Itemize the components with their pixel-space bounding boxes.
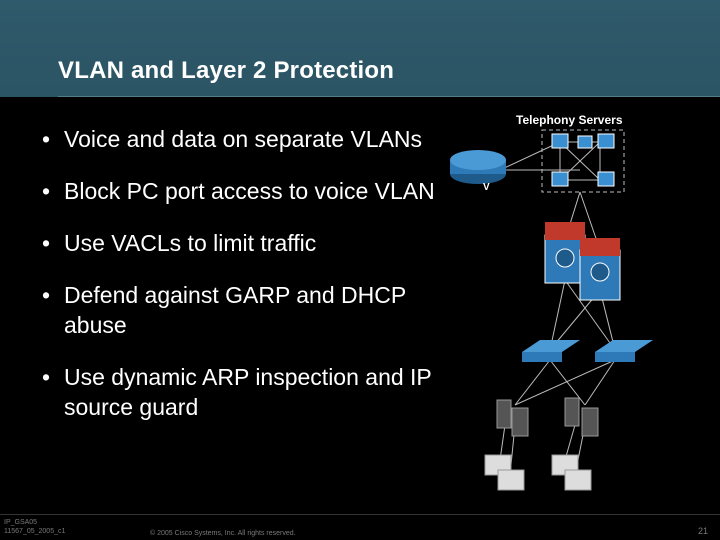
phone-icon bbox=[511, 407, 529, 437]
telephony-servers-label: Telephony Servers bbox=[516, 113, 623, 127]
bullet-glyph: • bbox=[42, 364, 51, 390]
bullet-glyph: • bbox=[42, 126, 51, 152]
server-icon bbox=[577, 135, 593, 149]
bullet-text: Use dynamic ARP inspection and IP source… bbox=[64, 364, 432, 420]
footer-divider bbox=[0, 514, 720, 515]
pc-icon bbox=[497, 469, 525, 491]
server-group-box bbox=[541, 129, 625, 193]
bullet-item: • Defend against GARP and DHCP abuse bbox=[42, 280, 462, 340]
server-icon bbox=[597, 133, 615, 149]
title-divider bbox=[58, 96, 720, 97]
bullet-glyph: • bbox=[42, 282, 51, 308]
bullet-item: • Block PC port access to voice VLAN bbox=[42, 176, 462, 206]
pc-icons bbox=[484, 454, 592, 491]
bullet-text: Use VACLs to limit traffic bbox=[64, 230, 317, 256]
server-icon bbox=[551, 171, 569, 187]
bullet-item: • Use VACLs to limit traffic bbox=[42, 228, 462, 258]
page-number: 21 bbox=[698, 526, 709, 536]
phone-icons bbox=[496, 397, 599, 437]
bullet-glyph: • bbox=[42, 230, 51, 256]
server-icon bbox=[597, 171, 615, 187]
phone-icon bbox=[564, 397, 580, 427]
pc-icon bbox=[564, 469, 592, 491]
footer-copyright: © 2005 Cisco Systems, Inc. All rights re… bbox=[150, 530, 296, 537]
router-v-label: V bbox=[483, 182, 490, 193]
phone-icon bbox=[581, 407, 599, 437]
bullet-text: Voice and data on separate VLANs bbox=[64, 126, 423, 152]
bullet-text: Defend against GARP and DHCP abuse bbox=[64, 282, 406, 338]
bullet-list: • Voice and data on separate VLANs • Block… bbox=[42, 124, 462, 444]
bullet-item: • Voice and data on separate VLANs bbox=[42, 124, 462, 154]
voice-router-icon: V bbox=[450, 150, 506, 193]
bullet-text: Block PC port access to voice VLAN bbox=[64, 178, 435, 204]
title-bar bbox=[0, 0, 720, 97]
access-switch-left-icon bbox=[522, 340, 580, 362]
server-icon bbox=[551, 133, 569, 149]
phone-icon bbox=[496, 399, 512, 429]
slide-title: VLAN and Layer 2 Protection bbox=[58, 57, 395, 84]
bullet-item: • Use dynamic ARP inspection and IP sourc… bbox=[42, 362, 462, 422]
network-diagram: V bbox=[450, 129, 653, 491]
bullet-glyph: • bbox=[42, 178, 51, 204]
server-icons bbox=[551, 133, 615, 187]
firewall-switch-right-icon bbox=[579, 238, 621, 301]
access-switch-right-icon bbox=[595, 340, 653, 362]
footer-course-code: IP_GSA05 11567_05_2005_c1 bbox=[4, 519, 66, 535]
firewall-switch-left-icon bbox=[544, 222, 586, 284]
